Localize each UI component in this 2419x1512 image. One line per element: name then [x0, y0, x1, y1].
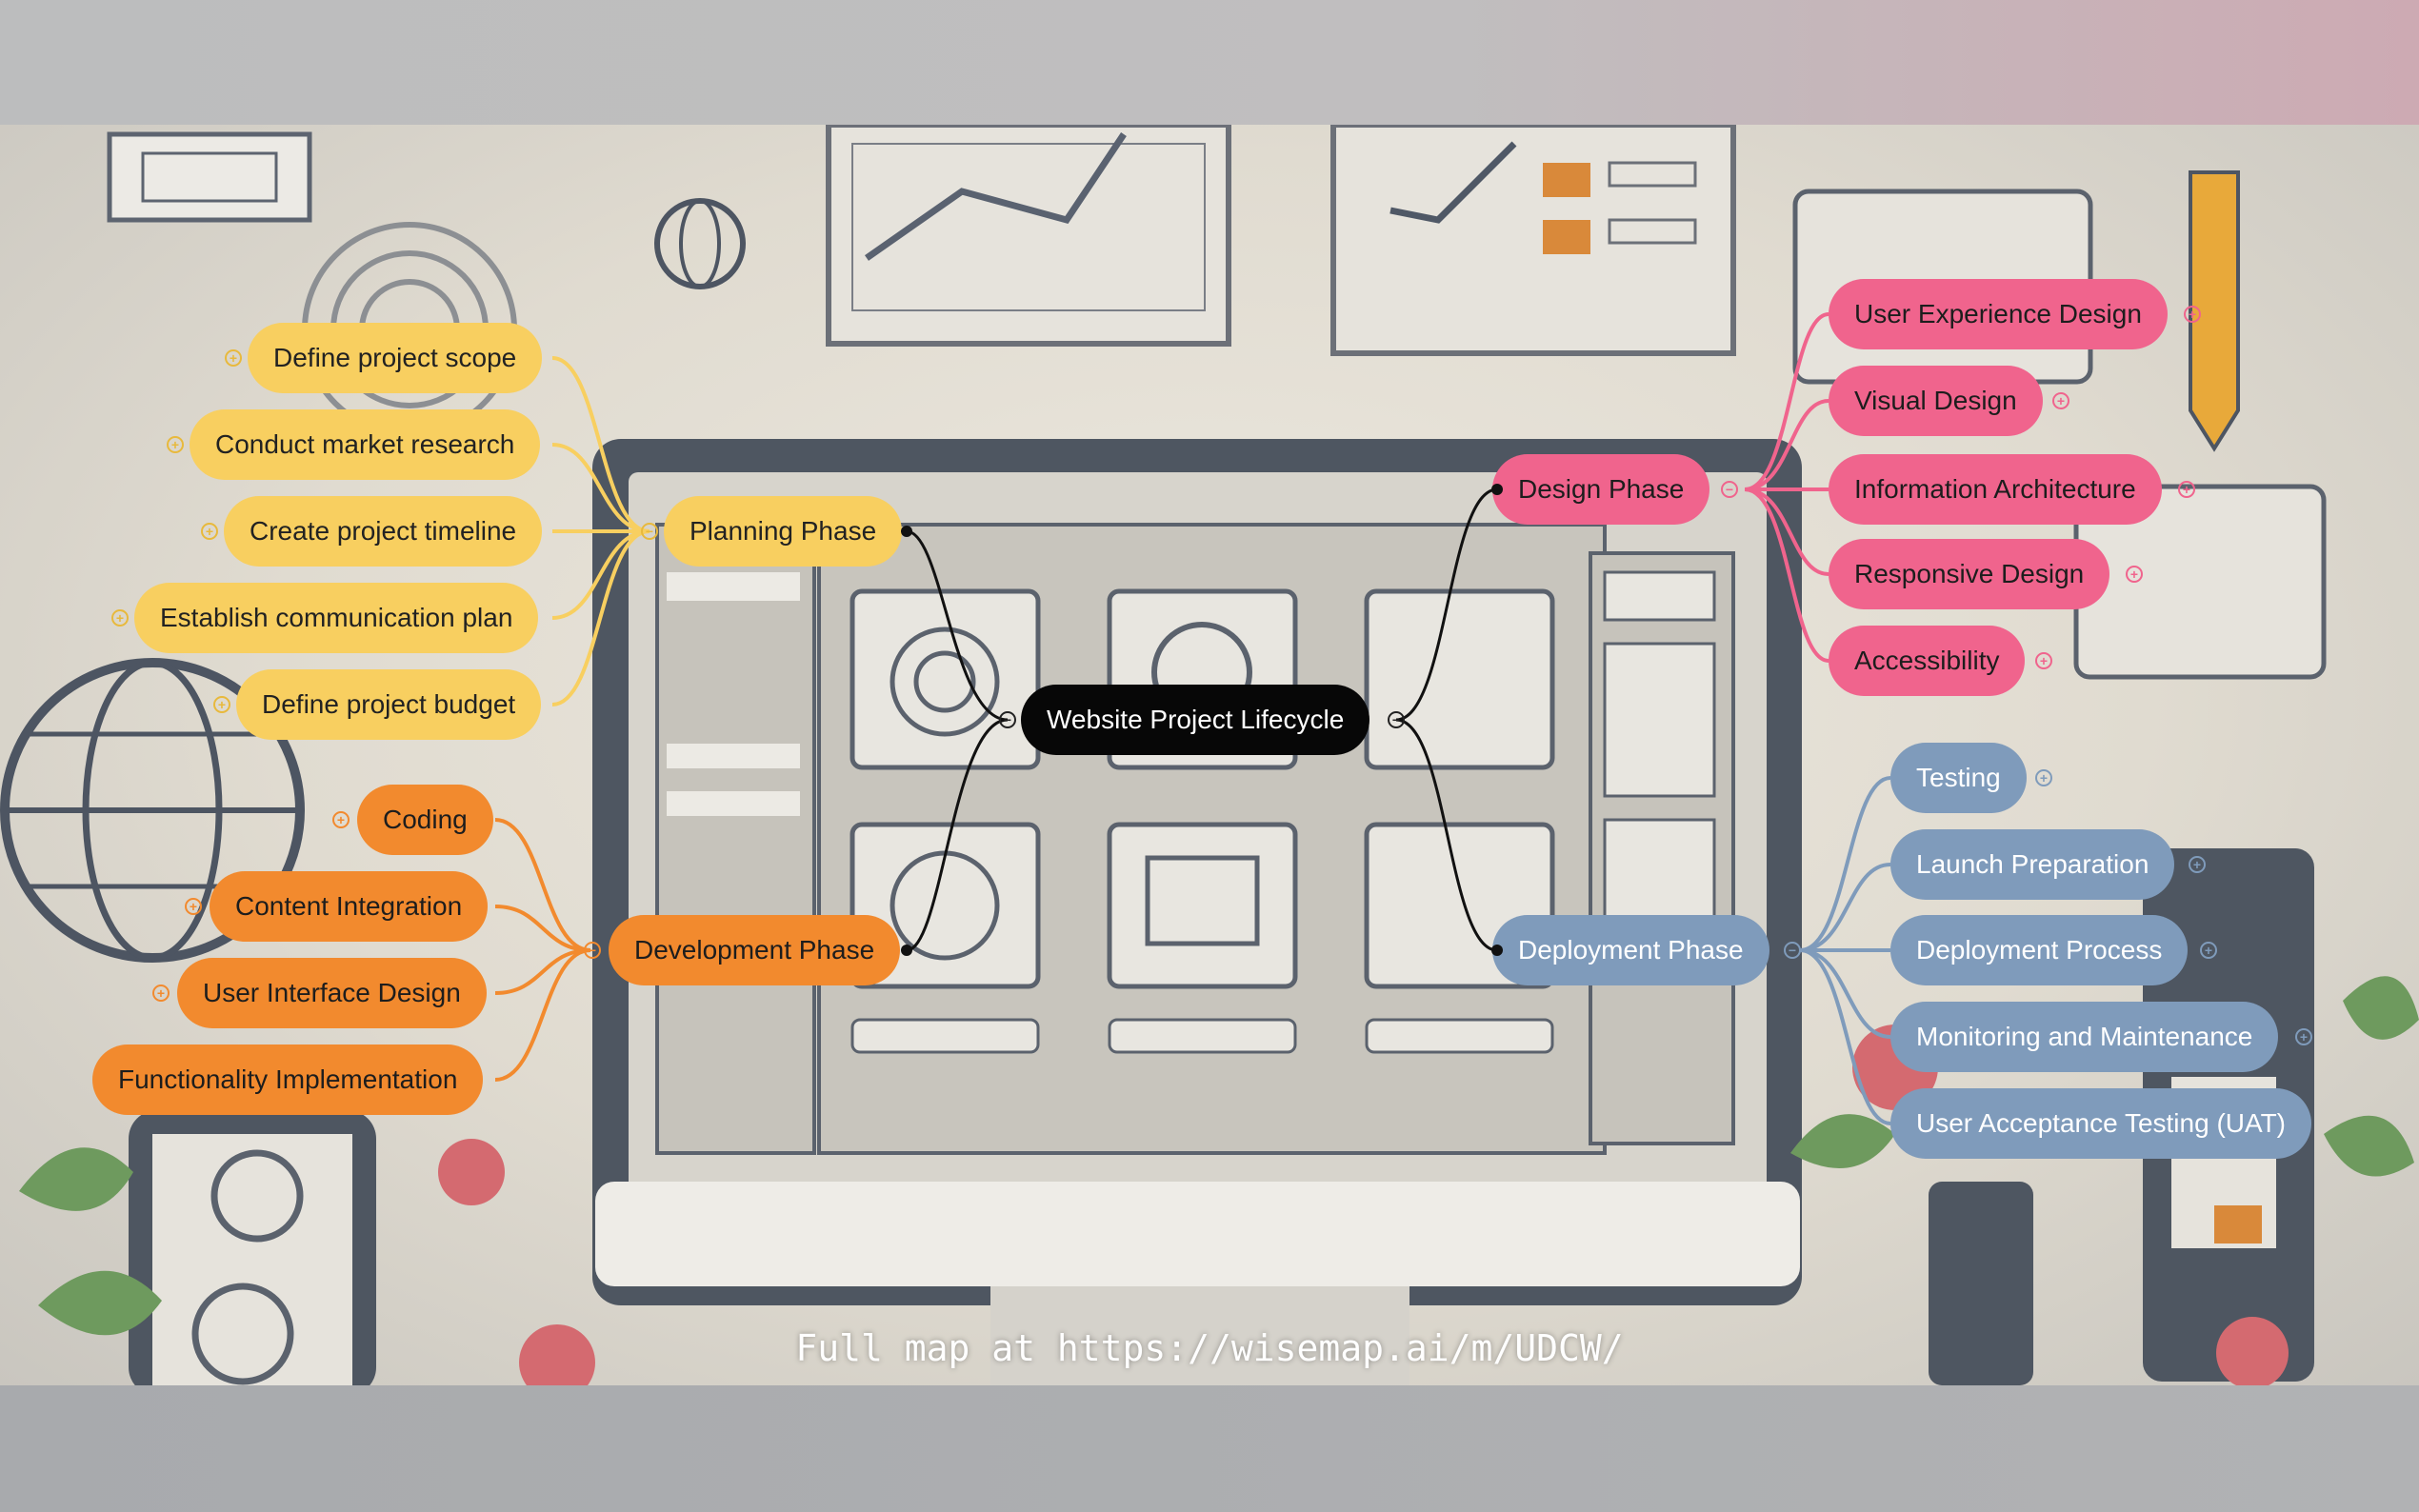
collapse-minus-icon[interactable]: −	[1784, 942, 1801, 959]
expand-plus-icon[interactable]: +	[2184, 306, 2201, 323]
deployment-child-5[interactable]: User Acceptance Testing (UAT)	[1890, 1088, 2312, 1159]
collapse-minus-icon[interactable]: −	[1721, 481, 1738, 498]
design-child-2[interactable]: Visual Design	[1829, 366, 2043, 436]
development-child-4[interactable]: Functionality Implementation	[92, 1044, 484, 1115]
connector-dot	[1491, 945, 1503, 956]
root-node[interactable]: Website Project Lifecycle	[1021, 685, 1370, 755]
collapse-minus-icon[interactable]: −	[641, 523, 658, 540]
expand-plus-icon[interactable]: +	[111, 609, 129, 627]
planning-child-2[interactable]: Conduct market research	[190, 409, 541, 480]
expand-plus-icon[interactable]: +	[2178, 481, 2195, 498]
footer-url[interactable]: Full map at https://wisemap.ai/m/UDCW/	[795, 1327, 1624, 1369]
expand-plus-icon[interactable]: +	[2295, 1028, 2312, 1045]
expand-plus-icon[interactable]: +	[225, 349, 242, 367]
expand-plus-icon[interactable]: +	[213, 696, 230, 713]
planning-child-1[interactable]: Define project scope	[248, 323, 543, 393]
expand-plus-icon[interactable]: +	[2052, 392, 2069, 409]
bottom-band	[0, 1385, 2419, 1512]
expand-plus-icon[interactable]: +	[332, 811, 350, 828]
branch-deployment[interactable]: Deployment Phase	[1492, 915, 1769, 985]
design-child-3[interactable]: Information Architecture	[1829, 454, 2162, 525]
expand-plus-icon[interactable]: +	[201, 523, 218, 540]
design-child-1[interactable]: User Experience Design	[1829, 279, 2168, 349]
development-child-1[interactable]: Coding	[357, 785, 493, 855]
expand-plus-icon[interactable]: +	[152, 985, 170, 1002]
branch-development[interactable]: Development Phase	[609, 915, 901, 985]
expand-plus-icon[interactable]: +	[167, 436, 184, 453]
development-child-2[interactable]: Content Integration	[210, 871, 489, 942]
collapse-minus-icon[interactable]: −	[584, 942, 601, 959]
expand-plus-icon[interactable]: +	[2126, 566, 2143, 583]
expand-plus-icon[interactable]: +	[2035, 769, 2052, 786]
connector-dot	[901, 945, 912, 956]
design-child-5[interactable]: Accessibility	[1829, 626, 2026, 696]
connector-dot	[901, 526, 912, 537]
connector-dot	[1491, 484, 1503, 495]
deployment-child-3[interactable]: Deployment Process	[1890, 915, 2189, 985]
collapse-minus-icon[interactable]: −	[1388, 711, 1405, 728]
expand-plus-icon[interactable]: +	[2189, 856, 2206, 873]
design-child-4[interactable]: Responsive Design	[1829, 539, 2110, 609]
collapse-minus-icon[interactable]: −	[999, 711, 1016, 728]
deployment-child-1[interactable]: Testing	[1890, 743, 2027, 813]
branch-design[interactable]: Design Phase	[1492, 454, 1710, 525]
expand-plus-icon[interactable]: +	[185, 898, 202, 915]
deployment-child-2[interactable]: Launch Preparation	[1890, 829, 2175, 900]
branch-planning[interactable]: Planning Phase	[664, 496, 903, 567]
planning-child-3[interactable]: Create project timeline	[224, 496, 543, 567]
expand-plus-icon[interactable]: +	[2035, 652, 2052, 669]
planning-child-4[interactable]: Establish communication plan	[134, 583, 539, 653]
top-band	[0, 0, 2419, 125]
expand-plus-icon[interactable]: +	[2200, 942, 2217, 959]
planning-child-5[interactable]: Define project budget	[236, 669, 542, 740]
deployment-child-4[interactable]: Monitoring and Maintenance	[1890, 1002, 2279, 1072]
development-child-3[interactable]: User Interface Design	[177, 958, 487, 1028]
